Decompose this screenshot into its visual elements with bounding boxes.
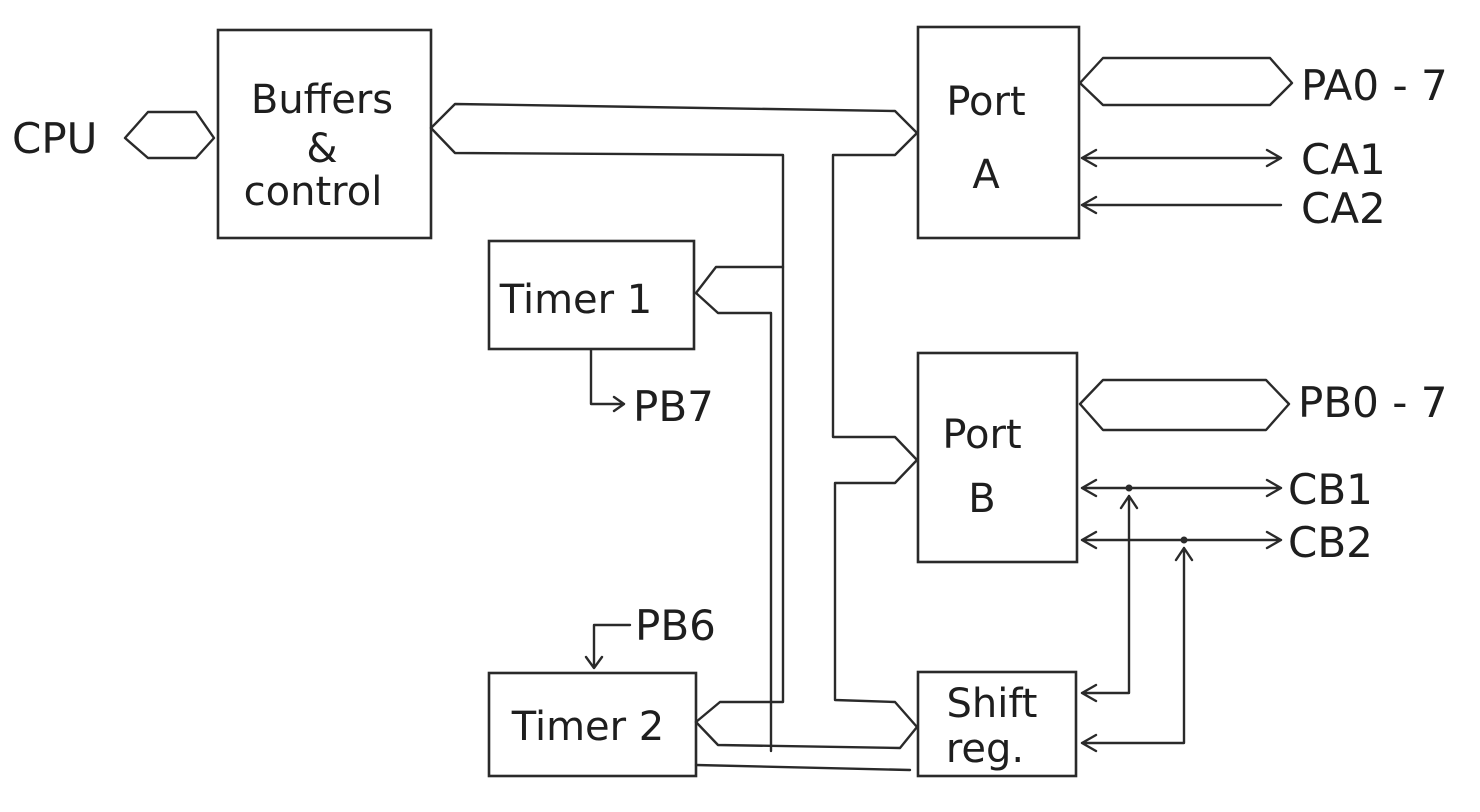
- pb6-label: PB6: [635, 601, 716, 650]
- cpu-label: CPU: [12, 114, 97, 163]
- pa-bus-arrow: [1078, 56, 1294, 107]
- cb1-label: CB1: [1288, 465, 1373, 514]
- timer2-to-shift-line: [694, 763, 912, 772]
- pb7-label: PB7: [633, 382, 714, 431]
- port-b-to-shift-bus: [833, 458, 919, 729]
- ca2-label: CA2: [1301, 184, 1386, 233]
- port-b-block: Port B: [916, 351, 1079, 564]
- timer2-label: Timer 2: [511, 704, 665, 750]
- port-a-label-line2: A: [972, 152, 1000, 198]
- pa-label: PA0 - 7: [1301, 61, 1448, 110]
- shift-reg-block: Shift reg.: [916, 670, 1078, 778]
- timer1-block: Timer 1: [487, 239, 696, 351]
- buffers-label-line1: Buffers: [251, 77, 393, 123]
- shift-reg-label-line1: Shift: [947, 681, 1038, 727]
- cb1-arrow: [1080, 478, 1283, 498]
- pb6-arrow: [584, 623, 632, 670]
- cb1-junction-dot: [1125, 484, 1133, 492]
- cb2-junction-dot: [1180, 536, 1188, 544]
- timer1-label: Timer 1: [499, 277, 653, 323]
- port-a-block: Port A: [916, 25, 1081, 240]
- pb7-arrow: [589, 348, 626, 413]
- ca1-arrow: [1080, 148, 1283, 168]
- port-b-label-line1: Port: [942, 412, 1021, 458]
- shift-reg-label-line2: reg.: [946, 726, 1024, 772]
- timer2-block: Timer 2: [487, 671, 698, 778]
- buffers-label-line3: control: [244, 169, 383, 215]
- cb2-shift-link: [1080, 546, 1194, 753]
- cb2-label: CB2: [1288, 518, 1373, 567]
- ca1-label: CA1: [1301, 135, 1386, 184]
- port-a-to-port-b-bus: [831, 131, 919, 462]
- pb-label: PB0 - 7: [1298, 378, 1447, 427]
- timer1-bus-lower: [694, 291, 773, 753]
- internal-bus-bottom: [429, 126, 785, 724]
- cpu-bus-arrow: [123, 110, 216, 160]
- buffers-label-line2: &: [306, 126, 337, 172]
- buffers-control-block: Buffers & control: [216, 28, 433, 240]
- internal-bus-top: [429, 102, 919, 135]
- timer2-to-shift-bus: [694, 720, 919, 750]
- pb-bus-arrow: [1078, 378, 1291, 432]
- timer1-bus-upper: [694, 265, 785, 295]
- ca2-arrow: [1080, 195, 1283, 215]
- port-a-label-line1: Port: [946, 79, 1025, 125]
- port-b-label-line2: B: [968, 476, 995, 522]
- cb1-shift-link: [1080, 494, 1139, 703]
